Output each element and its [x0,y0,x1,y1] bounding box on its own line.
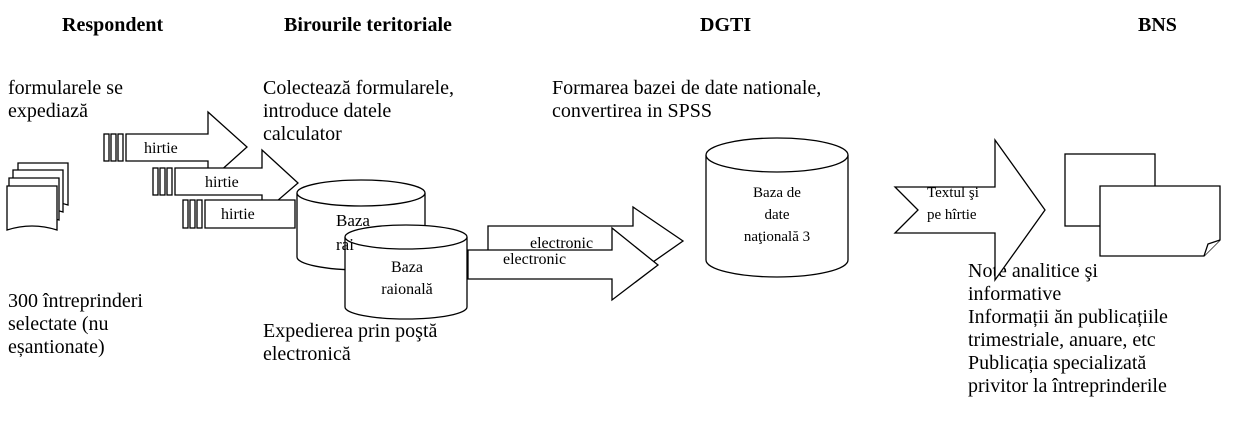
header-respondent: Respondent [62,14,164,36]
header-dgti: DGTI [700,14,752,36]
paper-arrow-1-label: hirtie [144,140,178,157]
electronic-arrow-2-label: electronic [503,251,566,268]
electronic-arrow-1-label: electronic [530,235,593,252]
dgti-top-text: Formarea bazei de date nationale, conver… [552,77,822,122]
respondent-bottom-text: 300 întreprinderi selectate (nu eșantion… [8,290,143,358]
paper-arrow-1 [103,110,248,184]
database-raionala-front [344,224,468,320]
paper-arrow-2-label: hirtie [205,174,239,191]
birouri-top-text: Colectează formularele, introduce datele… [263,77,454,145]
header-bns: BNS [1138,14,1177,36]
paper-arrow-3-label: hirtie [221,206,255,223]
paper-arrow-3 [182,199,296,229]
paper-arrow-2 [152,148,299,216]
respondent-top-text: formularele se expediază [8,77,123,122]
database-nationala [705,137,849,278]
dgti-to-bns-arrow [893,137,1046,283]
bns-bottom-text: Note analitice şi informative Informații… [968,260,1168,397]
header-birouri-teritoriale: Birourile teritoriale [284,14,452,36]
bns-documents-icon [1064,153,1221,257]
electronic-arrow-2 [467,226,660,302]
birouri-bottom-text: Expedierea prin poştă electronică [263,320,438,365]
forms-stack-icon [6,162,69,231]
